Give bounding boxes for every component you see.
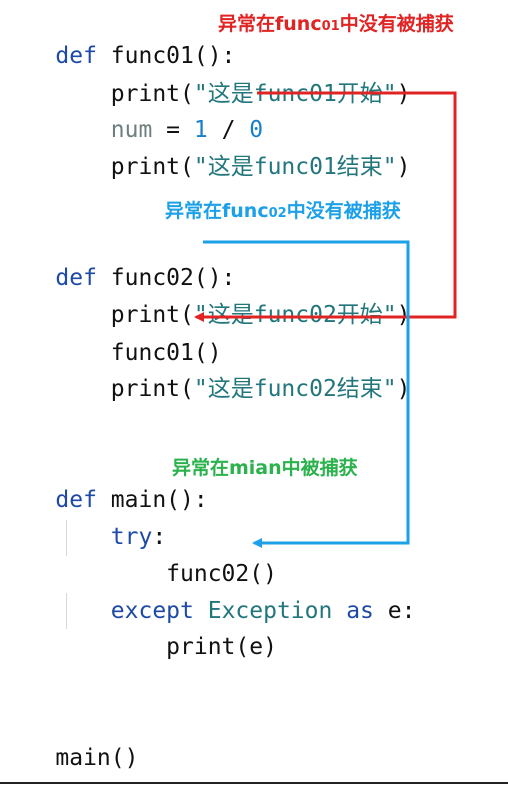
divide-op: / — [207, 117, 250, 143]
code-line-print-func02-start: print("这是func02开始") — [0, 261, 411, 328]
code-line-def-main: def main(): — [0, 446, 207, 513]
annotation-subscript: 02 — [268, 206, 287, 221]
code-line-try: try: — [0, 483, 166, 550]
string-literal: "这是func02结束" — [193, 376, 397, 402]
class-exception: Exception — [193, 598, 347, 624]
print-call: print( — [55, 81, 194, 107]
func01-signature: func01(): — [96, 43, 236, 69]
code-line-print-e: print(e) — [0, 593, 277, 660]
code-line-call-main: main() — [0, 704, 138, 771]
annotation-subscript: 01 — [321, 19, 340, 34]
keyword-as: as — [346, 598, 374, 624]
code-line-except: except Exception as e: — [0, 557, 416, 624]
code-line-call-func02: func02() — [0, 520, 277, 587]
assign-op: = — [152, 117, 194, 143]
keyword-def: def — [55, 487, 97, 513]
code-line-num-division: num = 1 / 0 — [0, 76, 263, 143]
blue-arrow-func02-to-main — [203, 240, 410, 548]
keyword-except: except — [55, 598, 194, 624]
keyword-def: def — [55, 265, 97, 291]
indent-guide — [66, 520, 67, 556]
flow-arrows — [194, 91, 457, 548]
annotation-text: 中没有被捕获 — [339, 13, 454, 35]
close-paren: ) — [396, 154, 411, 180]
annotation-text: 异常在func — [218, 13, 322, 35]
code-line-call-func01: func01() — [0, 299, 222, 366]
main-call: main() — [55, 745, 139, 771]
annotation-text: 异常在mian中被捕获 — [172, 457, 358, 479]
number-zero: 0 — [249, 117, 264, 143]
func02-signature: func02(): — [96, 265, 236, 291]
code-line-print-func02-end: print("这是func02结束") — [0, 335, 411, 402]
diagram-frame: def func01(): print("这是func01开始") num = … — [0, 2, 508, 784]
number-one: 1 — [193, 117, 208, 143]
keyword-try: try — [55, 524, 153, 550]
indent-guide — [66, 593, 67, 629]
keyword-def: def — [55, 43, 97, 69]
var-num: num — [55, 117, 153, 143]
print-call: print( — [55, 154, 194, 180]
print-call: print( — [55, 302, 194, 328]
annotation-text: 异常在func — [165, 200, 269, 222]
func01-call: func01() — [55, 340, 222, 366]
func02-call: func02() — [55, 561, 277, 587]
string-literal: "这是func02开始" — [193, 302, 397, 328]
main-signature: main(): — [96, 487, 208, 513]
code-line-def-func01: def func01(): — [0, 2, 235, 69]
print-exception: print(e) — [55, 634, 277, 660]
code-line-def-func02: def func02(): — [0, 224, 235, 291]
annotation-main-caught: 异常在mian中被捕获 — [172, 453, 358, 480]
red-arrow-func01-to-func02 — [194, 91, 457, 322]
annotation-func02-uncaught: 异常在func02中没有被捕获 — [165, 196, 401, 223]
annotation-func01-uncaught: 异常在func01中没有被捕获 — [218, 9, 454, 36]
colon: : — [152, 524, 167, 550]
print-call: print( — [55, 376, 194, 402]
annotation-text: 中没有被捕获 — [286, 200, 401, 222]
string-literal: "这是func01结束" — [193, 154, 397, 180]
code-line-print-func01-end: print("这是func01结束") — [0, 113, 411, 180]
except-var: e: — [373, 598, 416, 624]
